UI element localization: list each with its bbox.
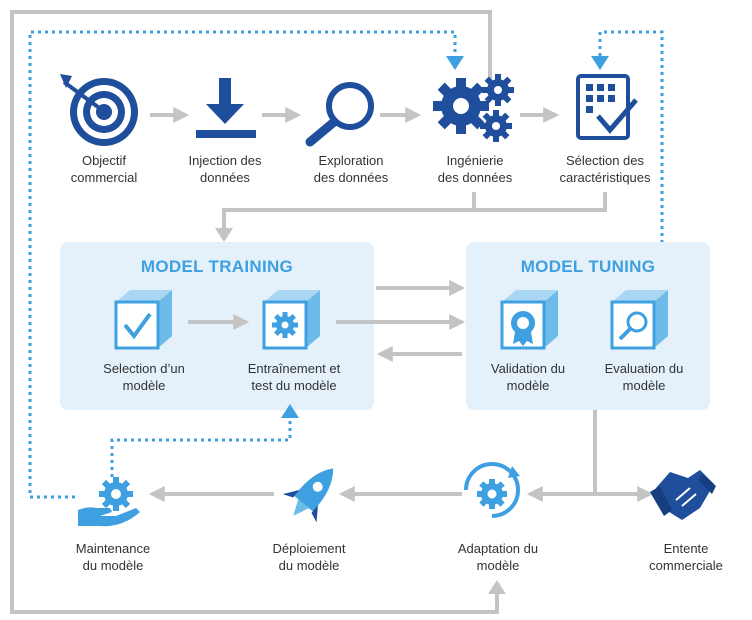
feed-to-training-arrowhead	[215, 228, 233, 242]
model-training-panel	[60, 242, 374, 410]
target-icon	[60, 74, 138, 146]
cube-badge-icon	[500, 290, 558, 350]
label-evaluation: Evaluation du modèle	[604, 361, 684, 393]
label-validation: Validation du modèle	[490, 361, 566, 393]
label-selection-modele: Selection d’un modèle	[103, 361, 185, 393]
label-entrainement: Entraînement et test du modèle	[247, 361, 341, 393]
label-selection-caracteristiques: Sélection des caractéristiques	[559, 153, 651, 185]
cube-check-icon	[114, 290, 172, 350]
refresh-gear-icon	[464, 462, 520, 518]
dotted-arrowhead-ingenierie	[446, 56, 464, 70]
label-deploiement: Déploiement du modèle	[272, 541, 346, 573]
label-adaptation: Adaptation du modèle	[457, 541, 539, 573]
outer-loop-line	[10, 10, 499, 614]
magnifier-icon	[305, 82, 374, 147]
rocket-icon	[282, 468, 334, 523]
feed-to-training-line	[222, 192, 607, 228]
handshake-icon	[650, 470, 716, 520]
cube-gear-icon	[262, 290, 320, 350]
label-exploration: Exploration des données	[313, 153, 389, 185]
label-objectif: Objectif commercial	[70, 153, 138, 185]
dotted-arrowhead-selection	[591, 56, 609, 70]
hand-gear-icon	[78, 477, 140, 527]
dotted-loop-lines	[28, 30, 664, 499]
label-injection: Injection des données	[188, 153, 262, 185]
outer-loop-arrowhead	[488, 580, 506, 594]
gears-icon	[433, 74, 514, 142]
label-ingenierie: Ingénierie des données	[437, 153, 513, 185]
label-entente: Entente commerciale	[649, 541, 723, 573]
checklist-icon	[576, 74, 638, 140]
model-training-title: MODEL TRAINING	[140, 257, 294, 276]
dotted-arrowhead-entrainement	[281, 404, 299, 418]
panel-link-arrows	[336, 280, 466, 362]
model-tuning-title: MODEL TUNING	[520, 257, 656, 276]
download-icon	[196, 78, 256, 138]
label-maintenance: Maintenance du modèle	[75, 541, 151, 573]
cube-magnifier-icon	[610, 290, 668, 350]
